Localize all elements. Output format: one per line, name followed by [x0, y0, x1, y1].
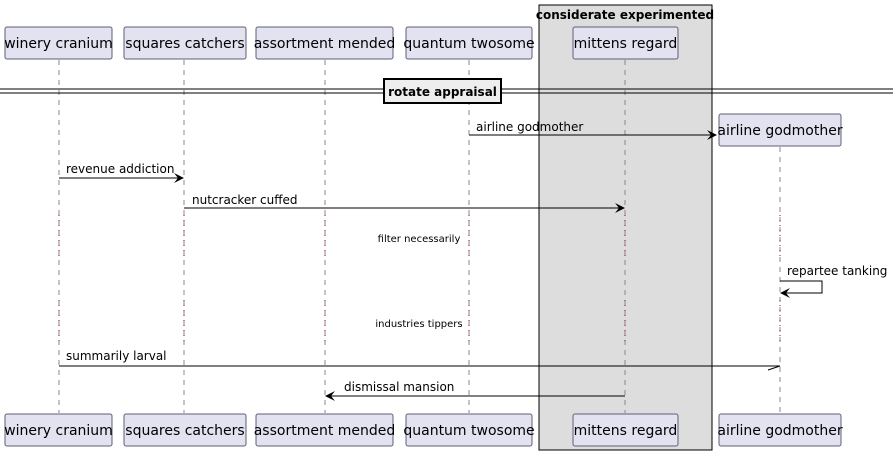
svg-text:summarily larval: summarily larval	[66, 349, 167, 363]
message-summarily-larval: summarily larval	[59, 349, 781, 371]
participant-mittens-regard-top: mittens regard	[572, 26, 679, 60]
svg-text:assortment mended: assortment mended	[254, 36, 396, 52]
lifelines	[58, 60, 781, 413]
message-revenue-addiction: revenue addiction	[59, 162, 184, 183]
svg-text:winery cranium: winery cranium	[4, 36, 113, 52]
participant-airline-godmother-bottom: airline godmother	[717, 413, 843, 447]
participant-quantum-twosome-top: quantum twosome	[403, 26, 535, 60]
svg-text:airline godmother: airline godmother	[717, 123, 842, 139]
svg-text:mittens regard: mittens regard	[574, 423, 678, 439]
svg-text:assortment mended: assortment mended	[254, 423, 396, 439]
svg-text:revenue addiction: revenue addiction	[66, 162, 174, 176]
participant-assortment-mended-top: assortment mended	[254, 26, 396, 60]
divider: rotate appraisal	[0, 78, 893, 104]
participant-assortment-mended-bottom: assortment mended	[254, 413, 396, 447]
participant-winery-cranium-top: winery cranium	[4, 26, 113, 60]
group-box	[538, 4, 713, 451]
participant-squares-catchers-bottom: squares catchers	[123, 413, 247, 447]
delay-label-2: industries tippers	[375, 319, 462, 330]
svg-text:repartee tanking: repartee tanking	[787, 264, 887, 278]
svg-text:nutcracker cuffed: nutcracker cuffed	[192, 193, 298, 207]
participant-winery-cranium-bottom: winery cranium	[4, 413, 113, 447]
participant-squares-catchers-top: squares catchers	[123, 26, 247, 60]
message-nutcracker-cuffed: nutcracker cuffed	[184, 193, 625, 213]
svg-text:squares catchers: squares catchers	[125, 423, 244, 439]
delay-label-1: filter necessarily	[378, 234, 461, 245]
svg-text:quantum twosome: quantum twosome	[403, 423, 534, 439]
svg-text:quantum twosome: quantum twosome	[403, 36, 534, 52]
participant-airline-godmother-created: airline godmother	[717, 113, 843, 147]
svg-text:mittens regard: mittens regard	[574, 36, 678, 52]
group-box-label: considerate experimented	[536, 8, 714, 22]
svg-text:squares catchers: squares catchers	[125, 36, 244, 52]
svg-text:dismissal mansion: dismissal mansion	[344, 380, 454, 394]
message-dismissal-mansion: dismissal mansion	[325, 380, 625, 401]
divider-label: rotate appraisal	[388, 85, 497, 99]
participant-mittens-regard-bottom: mittens regard	[572, 413, 679, 447]
svg-text:winery cranium: winery cranium	[4, 423, 113, 439]
message-repartee-tanking: repartee tanking	[780, 264, 887, 298]
participant-quantum-twosome-bottom: quantum twosome	[403, 413, 535, 447]
svg-text:airline godmother: airline godmother	[476, 120, 583, 134]
message-create-airline-godmother: airline godmother	[469, 120, 717, 140]
svg-text:airline godmother: airline godmother	[717, 423, 842, 439]
